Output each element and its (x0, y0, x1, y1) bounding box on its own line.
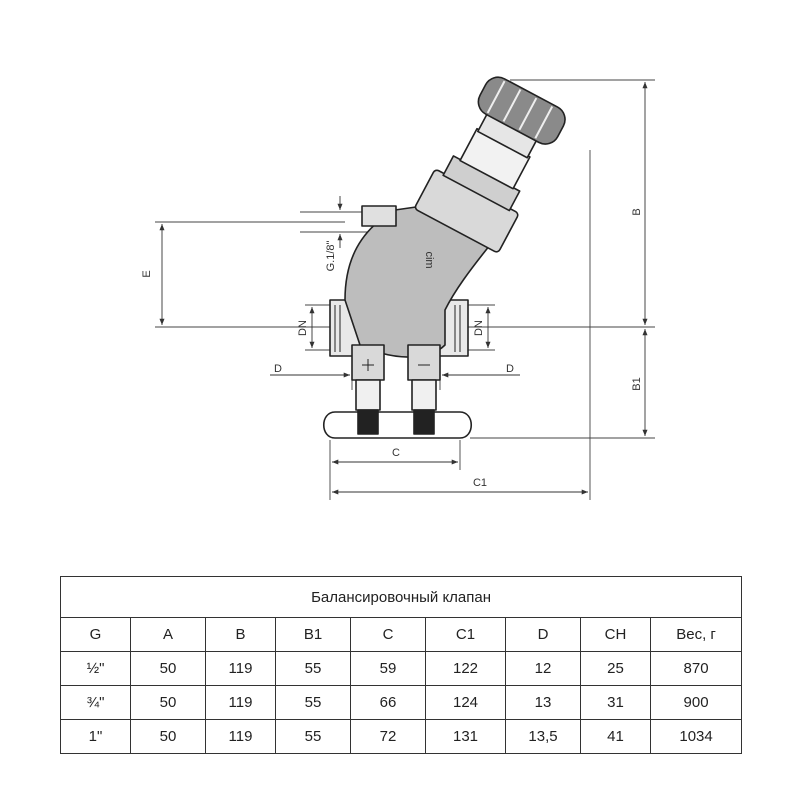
header-cell: C1 (425, 617, 506, 652)
label-dn-right: DN (473, 320, 485, 336)
table-cell: 55 (275, 685, 351, 720)
header-cell: A (130, 617, 206, 652)
label-c: C (392, 447, 400, 459)
table-cell: 119 (205, 651, 276, 686)
table-row: 1" 50 119 55 72 131 13,5 41 1034 (60, 719, 743, 754)
table-cell: 12 (505, 651, 581, 686)
table-cell: 870 (649, 651, 743, 686)
label-dn-left: DN (297, 320, 309, 336)
label-b1: B1 (631, 377, 643, 390)
header-cell: C (350, 617, 426, 652)
table-cell: 13,5 (505, 719, 581, 754)
header-cell: Вес, г (649, 617, 743, 652)
header-cell: D (505, 617, 581, 652)
table-cell: 50 (130, 719, 206, 754)
table-cell: 1" (60, 719, 131, 754)
table-row: ½" 50 119 55 59 122 12 25 870 (60, 651, 743, 686)
table-cell: ¾" (60, 685, 131, 720)
table-cell: 900 (649, 685, 743, 720)
table-cell: 50 (130, 685, 206, 720)
table-cell: 119 (205, 685, 276, 720)
table-cell: 55 (275, 719, 351, 754)
table-title-row: Балансировочный клапан (59, 576, 743, 618)
table-title: Балансировочный клапан (59, 576, 743, 618)
label-e: E (141, 270, 153, 277)
table-cell: 66 (350, 685, 426, 720)
spec-table: Балансировочный клапан G A B B1 C C1 D C… (59, 576, 743, 754)
table-header-row: G A B B1 C C1 D CH Вес, г (60, 617, 743, 652)
label-c1: C1 (473, 477, 487, 489)
table-cell: 59 (350, 651, 426, 686)
table-cell: 72 (350, 719, 426, 754)
label-d-left: D (274, 363, 282, 375)
header-cell: CH (580, 617, 651, 652)
table-cell: ½" (60, 651, 131, 686)
table-cell: 41 (580, 719, 651, 754)
table-cell: 131 (425, 719, 506, 754)
label-cim: cim (423, 251, 435, 268)
header-cell: G (60, 617, 131, 652)
header-cell: B1 (275, 617, 351, 652)
label-b: B (631, 208, 643, 215)
valve-technical-drawing: E G.1/8" cim DN DN D D C C1 B B1 (141, 76, 655, 500)
table-cell: 119 (205, 719, 276, 754)
table-row: ¾" 50 119 55 66 124 13 31 900 (60, 685, 743, 720)
table-cell: 122 (425, 651, 506, 686)
header-cell: B (205, 617, 276, 652)
table-cell: 55 (275, 651, 351, 686)
table-cell: 13 (505, 685, 581, 720)
table-cell: 124 (425, 685, 506, 720)
label-d-right: D (506, 363, 514, 375)
table-cell: 1034 (649, 719, 743, 754)
table-cell: 31 (580, 685, 651, 720)
table-cell: 50 (130, 651, 206, 686)
table-cell: 25 (580, 651, 651, 686)
label-g18: G.1/8" (325, 241, 337, 272)
